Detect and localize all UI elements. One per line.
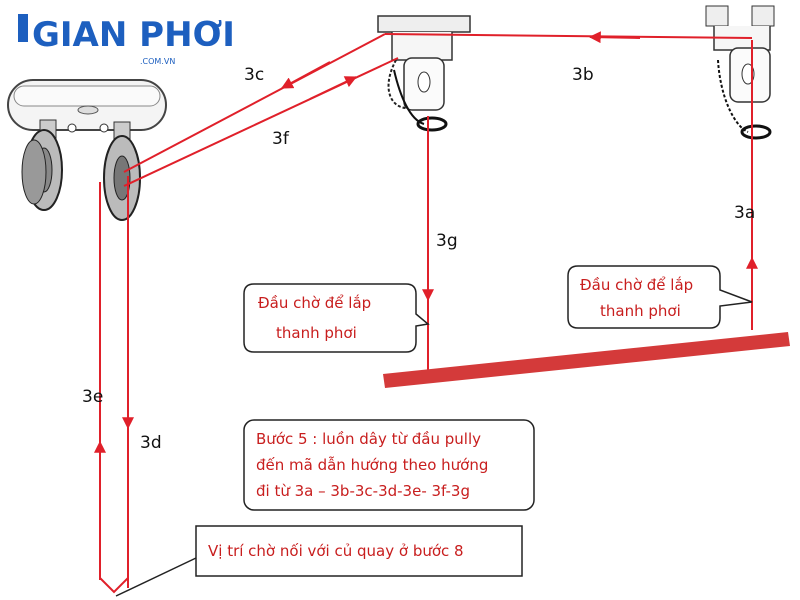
label-3a: 3a xyxy=(734,203,755,223)
label-3g: 3g xyxy=(436,231,458,251)
callout-right-line1: Đầu chờ để lắp xyxy=(580,276,693,294)
callout-right-line2: thanh phơi xyxy=(600,302,681,320)
arrow-3f-icon xyxy=(309,76,358,100)
instruction-line3: đi từ 3a – 3b-3c-3d-3e- 3f-3g xyxy=(256,482,470,500)
rope-paths xyxy=(94,31,758,594)
callout-left-line1: Đầu chờ để lắp xyxy=(258,294,371,312)
instruction-line1: Bước 5 : luồn dây từ đầu pully xyxy=(256,430,481,448)
callout-left-line2: thanh phơi xyxy=(276,324,357,342)
drying-bar xyxy=(383,332,790,388)
arrow-3c-icon xyxy=(280,61,331,89)
callout-left: Đầu chờ để lắp thanh phơi xyxy=(243,283,430,353)
label-3d: 3d xyxy=(140,433,162,453)
label-3e: 3e xyxy=(82,387,103,407)
connection-text: Vị trí chờ nối với củ quay ở bước 8 xyxy=(208,542,464,560)
label-3f: 3f xyxy=(272,129,290,149)
label-3b: 3b xyxy=(572,65,594,85)
instruction-box: Bước 5 : luồn dây từ đầu pully đến mã dẫ… xyxy=(243,419,535,511)
logo-mark-icon xyxy=(18,14,28,42)
rope-3b xyxy=(384,33,753,39)
logo-brand-text: GIAN PHƠI xyxy=(32,15,235,55)
brand-logo: GIAN PHƠI .COM.VN xyxy=(18,14,235,66)
guide-bracket-middle-icon xyxy=(377,15,471,132)
guide-bracket-right-icon xyxy=(705,5,775,140)
ceiling-pulley-left-icon xyxy=(7,79,167,221)
logo-domain-text: .COM.VN xyxy=(140,57,175,66)
instruction-line2: đến mã dẫn hướng theo hướng xyxy=(256,456,488,474)
arrow-3b-icon xyxy=(588,31,641,44)
callout-right: Đầu chờ để lắp thanh phơi xyxy=(567,265,753,329)
connection-pointer xyxy=(115,557,197,597)
rope-bottom-loop xyxy=(99,577,129,594)
label-3c: 3c xyxy=(244,65,264,85)
rope-3c xyxy=(123,33,386,173)
callout-connection: Vị trí chờ nối với củ quay ở bước 8 xyxy=(115,525,523,597)
